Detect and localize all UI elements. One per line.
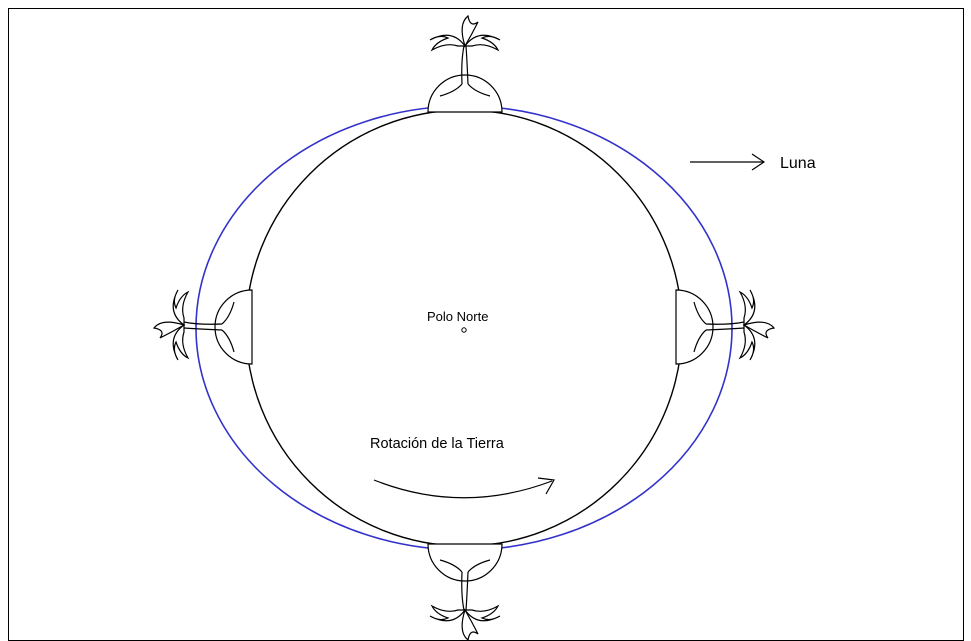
island-bottom (427, 543, 503, 582)
palm-tree-right-icon (693, 289, 776, 361)
island-top (427, 74, 503, 113)
north-pole-dot (461, 327, 467, 333)
palm-tree-top-icon (429, 14, 501, 97)
rotation-label: Rotación de la Tierra (370, 436, 505, 452)
palm-tree-bottom-icon (429, 559, 501, 641)
rotation-arrow (373, 477, 555, 499)
palm-tree-left-icon (152, 289, 235, 361)
island-right (675, 289, 714, 365)
moon-label: Luna (780, 155, 816, 172)
north-pole-label: Polo Norte (427, 309, 488, 324)
island-left (214, 289, 253, 365)
moon-arrow (690, 153, 766, 171)
